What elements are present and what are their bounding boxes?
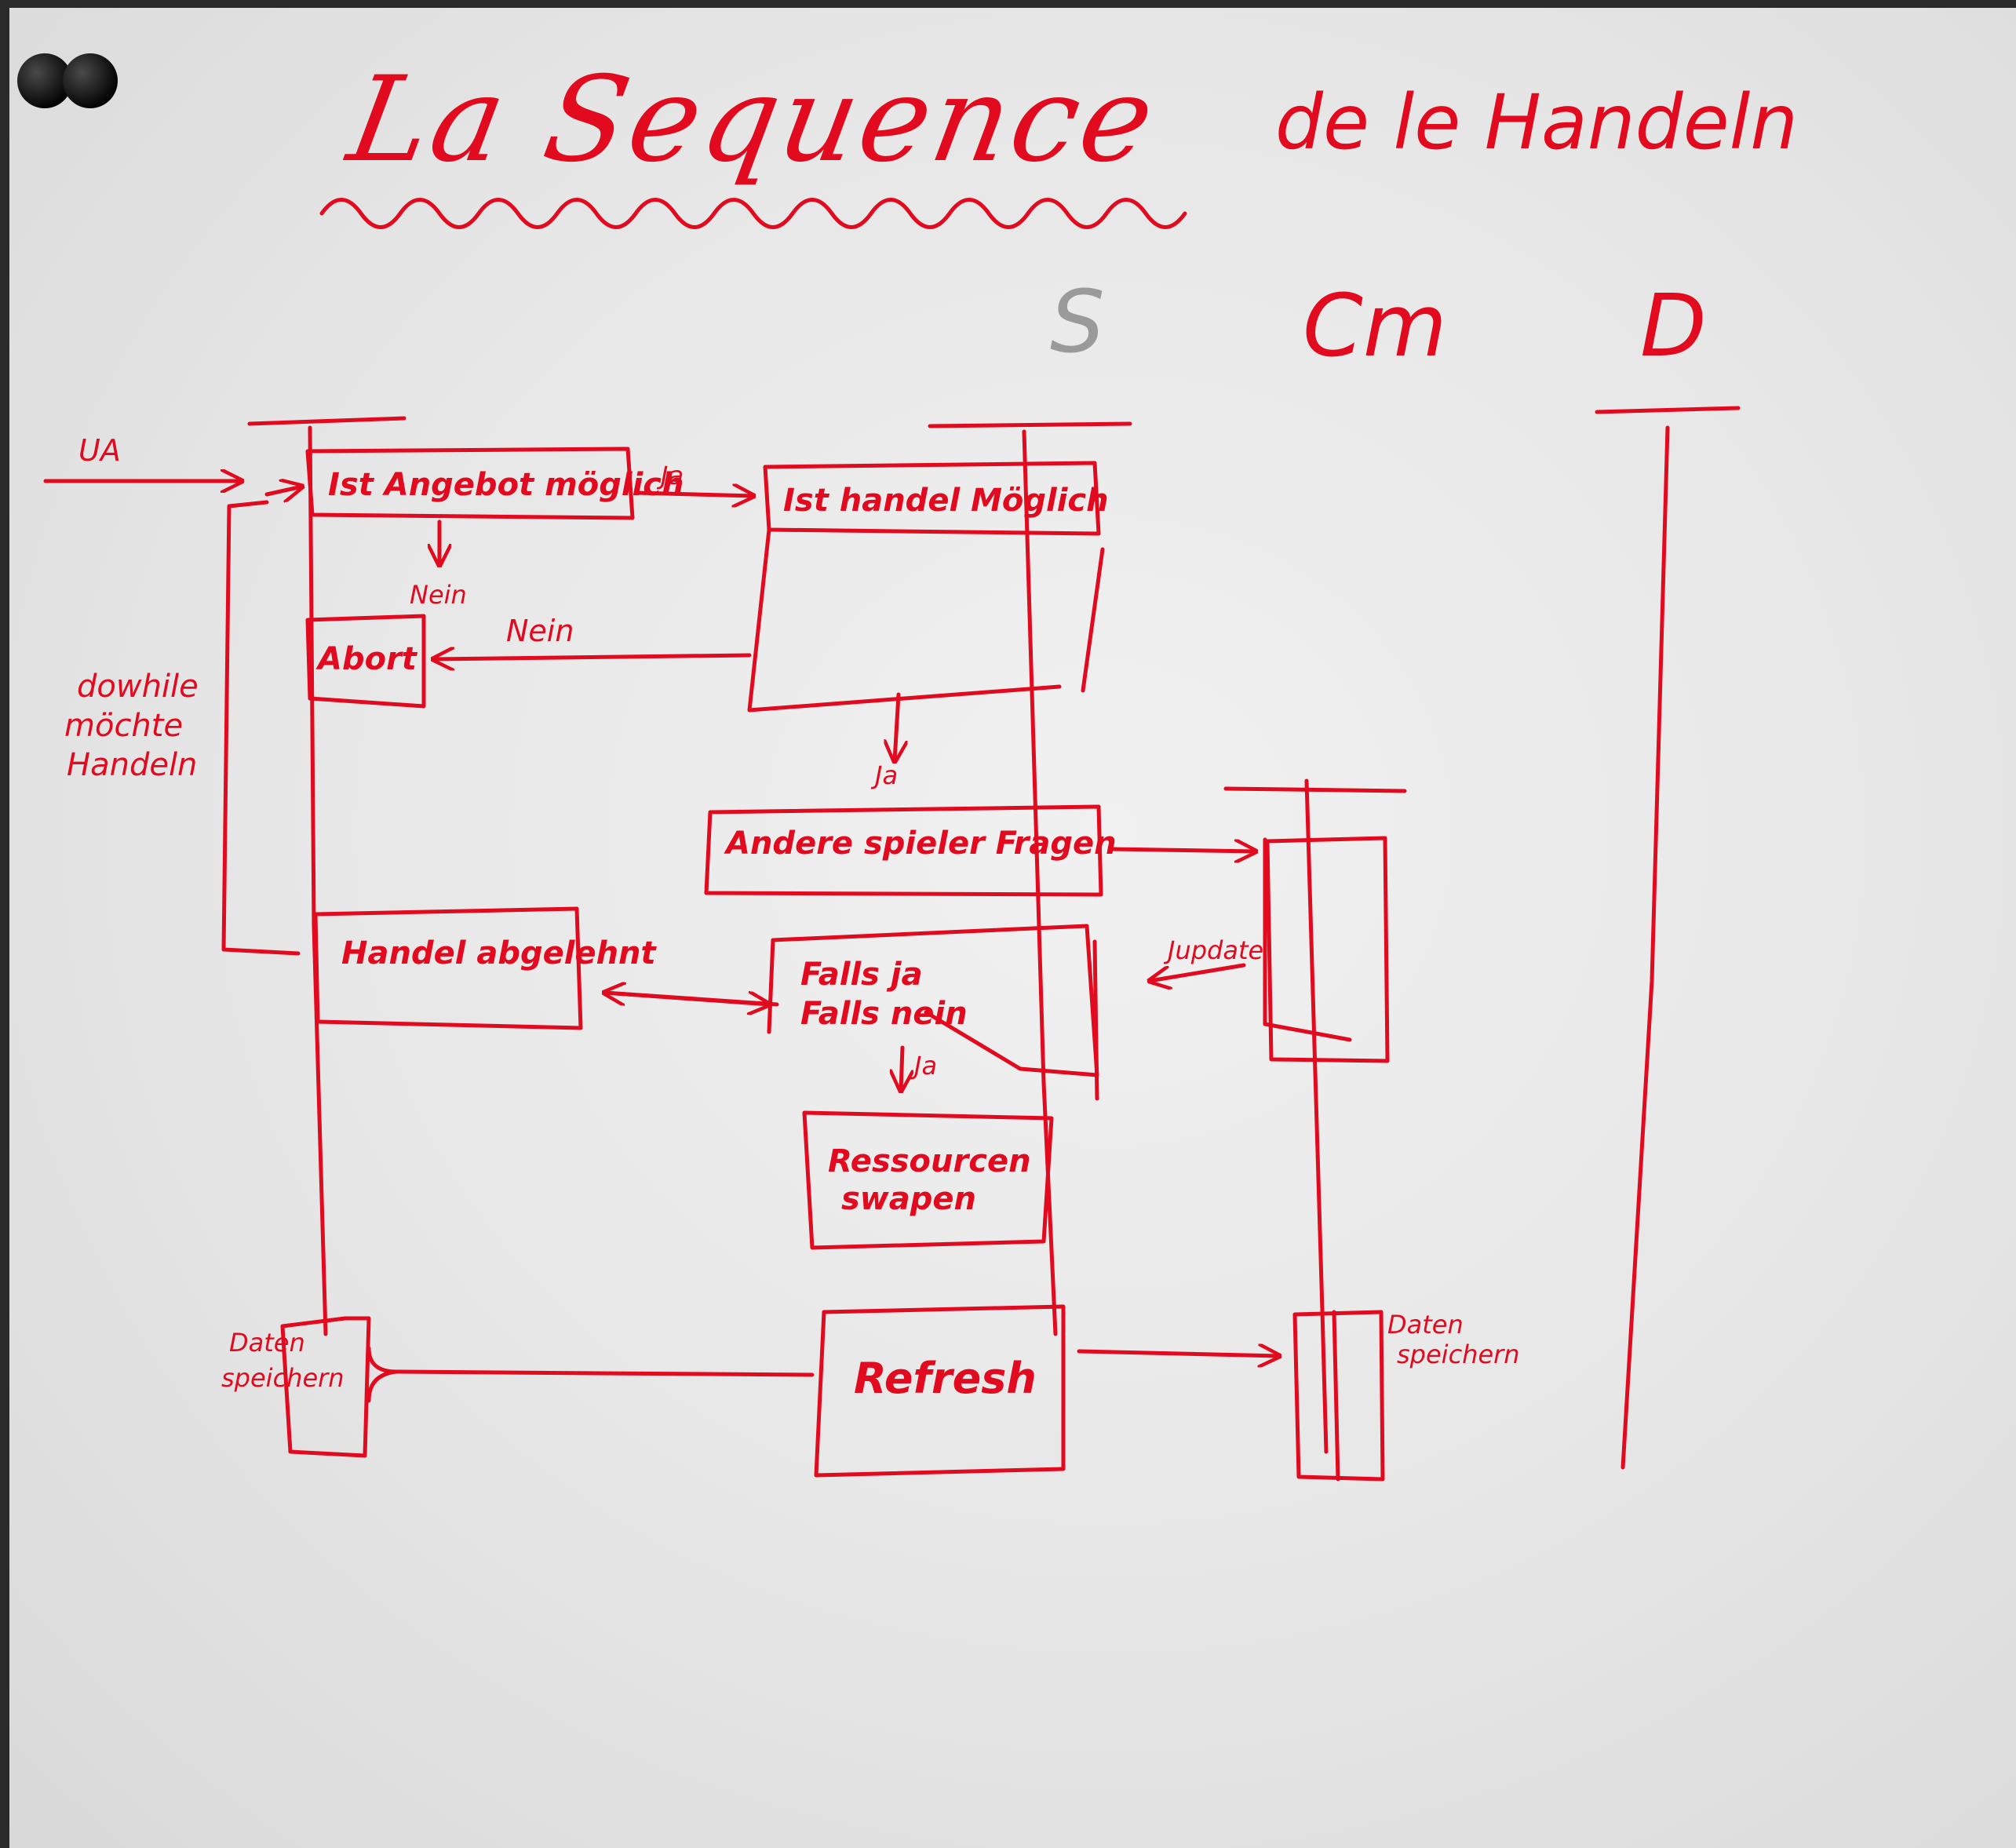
- msg-nein-down-label: Nein: [410, 580, 467, 610]
- diagram-subtitle: de le Handeln: [1275, 78, 1799, 166]
- box-handel-right-tick: [1081, 547, 1105, 693]
- box-handel-moeglich: [763, 461, 1101, 536]
- msg-ja-low-label: Ja: [914, 1051, 938, 1081]
- lifeline-label-d: D: [1640, 275, 1707, 376]
- lifeline-1: [308, 425, 328, 1336]
- box-abgelehnt: [313, 906, 583, 1030]
- board-frame-top: [0, 0, 2016, 8]
- box-falls: [771, 924, 1099, 1077]
- msg-refresh-left-head: [366, 1346, 399, 1403]
- box-angebot: [305, 447, 635, 520]
- activation-left: [280, 1316, 371, 1458]
- activation-right: [1292, 1310, 1385, 1482]
- activation-m: [1265, 836, 1390, 1063]
- magnet-icon: [63, 53, 118, 108]
- msg-ja-mid: [895, 692, 899, 761]
- box-falls-label-1: Falls ja: [800, 957, 923, 993]
- loop-note-1: dowhile: [77, 669, 199, 705]
- msg-nein-back: [433, 655, 752, 659]
- msg-ablehnen-back: [602, 990, 769, 1004]
- title-underline: [319, 198, 1187, 229]
- msg-jupdate: [1150, 963, 1246, 981]
- box-refresh-label: Refresh: [854, 1354, 1037, 1403]
- box-abgelehnt-label: Handel abgelehnt: [341, 935, 656, 971]
- loop-arrow: [264, 487, 302, 494]
- lifeline-head-4: [1595, 406, 1741, 414]
- daten-left-note-2: speichern: [221, 1363, 345, 1393]
- box-ressourcen-label-2: swapen: [841, 1181, 976, 1217]
- box-handel-body: [747, 527, 1062, 713]
- box-fragen: [704, 804, 1103, 897]
- msg-fragen-to-m: [1108, 849, 1256, 851]
- box-ressourcen-label-1: Ressourcen: [828, 1143, 1031, 1179]
- lifeline-3: [1304, 778, 1329, 1454]
- loop-note-3: Handeln: [67, 747, 198, 783]
- box-falls-diag: [924, 1010, 1023, 1071]
- lifeline-label-m: Cm: [1303, 275, 1447, 376]
- daten-right-note-1: Daten: [1387, 1310, 1464, 1340]
- msg-ja-mid-label: Ja: [875, 760, 899, 790]
- lifeline-label-s: S: [1050, 272, 1105, 372]
- box-abort-label: Abort: [318, 641, 417, 677]
- box-angebot-label: Ist Angebot möglich: [328, 467, 684, 503]
- box-fragen-label: Andere spieler Fragen: [726, 826, 1117, 862]
- box-falls-left: [767, 938, 775, 1034]
- msg-ja-top: [633, 493, 753, 496]
- activation-right-inner: [1332, 1310, 1340, 1482]
- daten-left-note-1: Daten: [229, 1328, 305, 1358]
- loop-note-2: möchte: [64, 708, 184, 744]
- box-refresh: [814, 1304, 1066, 1478]
- msg-refresh-right: [1077, 1351, 1279, 1356]
- box-handel-moeglich-label: Ist handel Möglich: [783, 483, 1109, 519]
- board-frame-left: [0, 0, 9, 1848]
- lifeline-2: [1022, 429, 1058, 1336]
- msg-nein-back-label: Nein: [506, 614, 574, 648]
- lifeline-head-1: [247, 416, 406, 426]
- msg-refresh-left: [394, 1369, 815, 1377]
- msg-jupdate-label: Jupdate: [1168, 935, 1264, 965]
- lifeline-head-2: [928, 421, 1132, 428]
- box-ressourcen: [802, 1110, 1054, 1250]
- loop-bracket: [221, 500, 301, 956]
- activation-m-inner: [1263, 837, 1352, 1042]
- box-falls-label-2: Falls nein: [800, 996, 968, 1032]
- daten-right-note-2: speichern: [1397, 1340, 1520, 1369]
- msg-ja-low: [901, 1045, 902, 1091]
- box-abort: [305, 614, 426, 709]
- msg-ua-label: UA: [78, 433, 121, 468]
- diagram-title: La Sequence: [339, 52, 1167, 188]
- msg-ja-top-label: Ja: [661, 461, 684, 490]
- lifeline-4: [1620, 425, 1670, 1470]
- lifeline-head-3: [1223, 786, 1407, 793]
- box-falls-right-tick: [1092, 939, 1099, 1101]
